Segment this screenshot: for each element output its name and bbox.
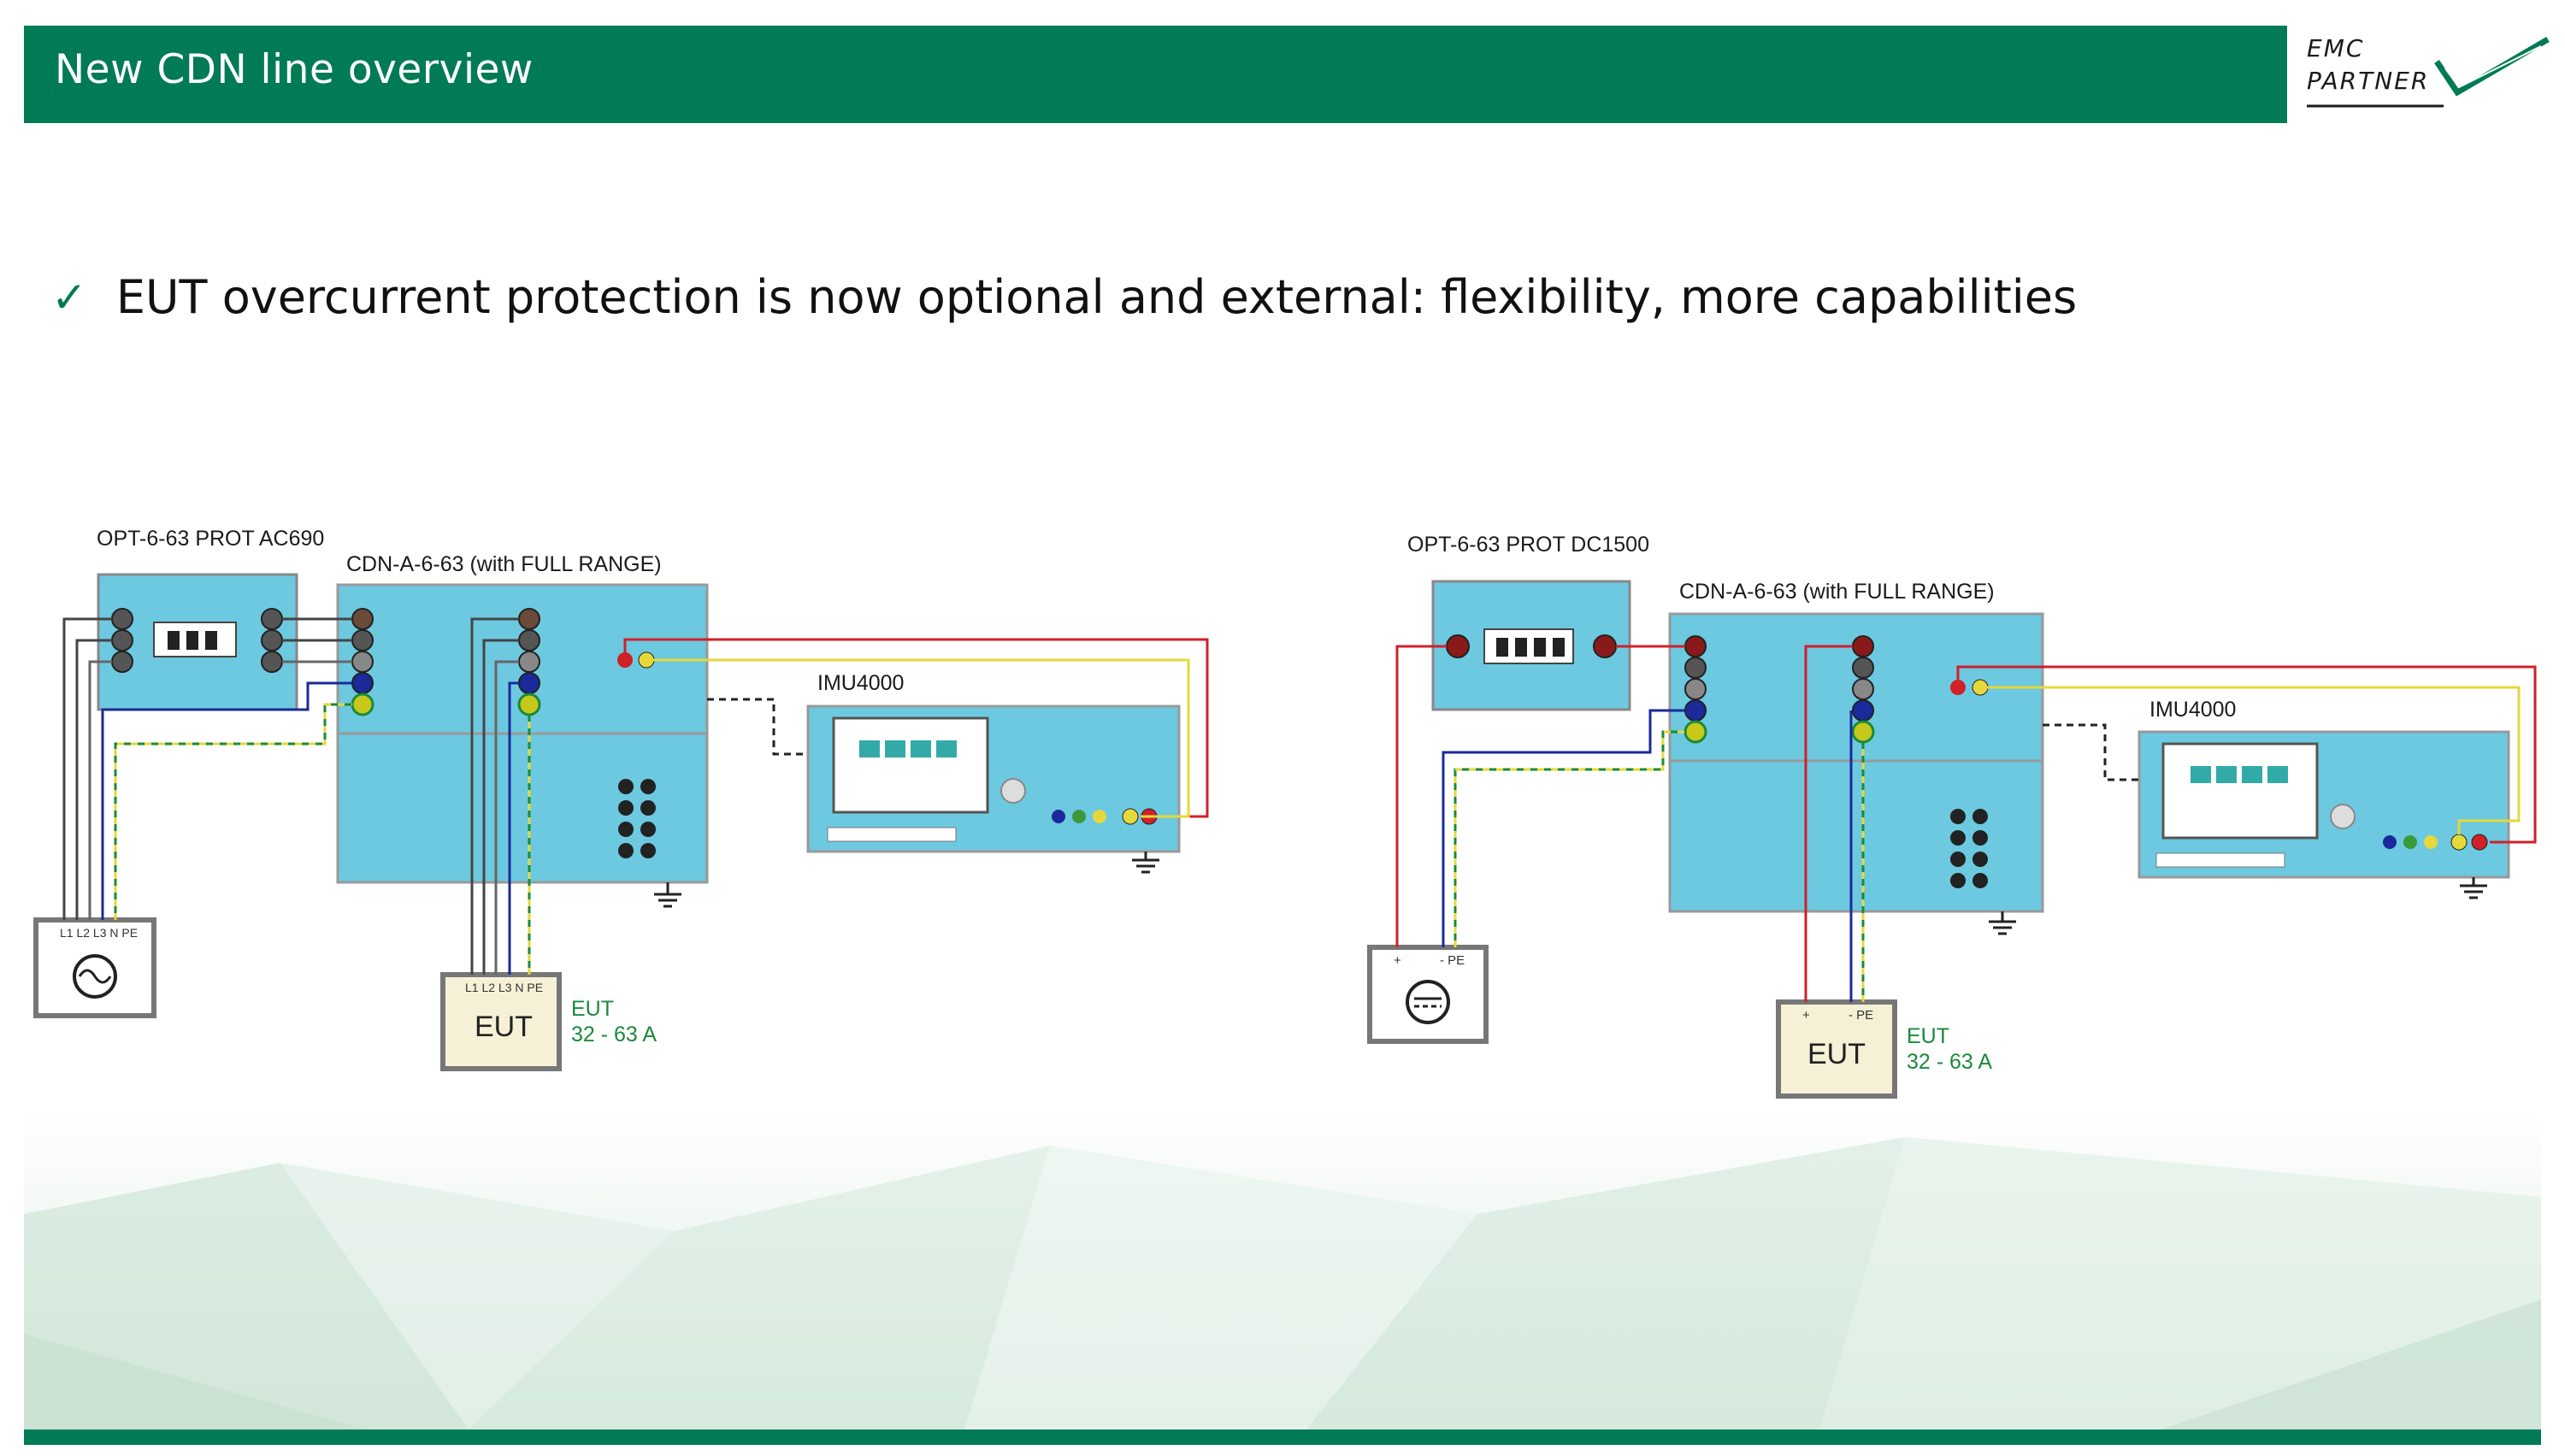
left-diagram: OPT-6-63 PROT AC690 CDN-A-6-63 (with FUL… xyxy=(33,527,1209,1071)
left-imu-label: IMU4000 xyxy=(817,671,904,695)
left-eut-terminals: L1 L2 L3 N PE xyxy=(465,981,543,994)
left-eut-box-label: EUT xyxy=(475,1011,533,1043)
logo-check-icon xyxy=(2307,36,2550,108)
left-eut-rating: 32 - 63 A xyxy=(571,1023,657,1046)
background-polygons xyxy=(24,1111,2541,1429)
right-diagram: OPT-6-63 PROT DC1500 CDN-A-6-63 (with FU… xyxy=(1367,533,2537,1099)
right-eut-name: EUT xyxy=(1907,1024,1949,1048)
right-cdn-device xyxy=(1668,612,2044,913)
right-dc-source: + - PE xyxy=(1367,945,1489,1044)
emc-partner-logo: EMC PARTNER xyxy=(2300,31,2556,116)
ground-icon xyxy=(654,882,681,908)
right-eut-rating: 32 - 63 A xyxy=(1907,1050,1992,1074)
check-icon: ✓ xyxy=(51,272,87,322)
slide-title: New CDN line overview xyxy=(55,46,534,93)
right-source-minus-pe: - PE xyxy=(1440,953,1465,968)
footer-bar xyxy=(24,1429,2541,1445)
header-bar: New CDN line overview xyxy=(24,26,2287,123)
ac-source-icon xyxy=(73,954,117,999)
right-prot-device xyxy=(1431,580,1631,711)
ground-icon xyxy=(1132,852,1159,874)
left-imu-device xyxy=(806,704,1181,853)
right-eut-plus: + xyxy=(1802,1008,1810,1023)
left-source-terminals: L1 L2 L3 N PE xyxy=(60,926,138,940)
left-eut-name: EUT xyxy=(571,997,614,1021)
left-eut: L1 L2 L3 N PE EUT EUT 32 - 63 A xyxy=(440,972,657,1071)
ground-icon xyxy=(1989,911,2016,935)
logo-line1: EMC xyxy=(2307,34,2365,62)
right-prot-label: OPT-6-63 PROT DC1500 xyxy=(1407,533,1649,557)
right-eut-minus-pe: - PE xyxy=(1849,1008,1873,1023)
bullet-point: ✓ EUT overcurrent protection is now opti… xyxy=(51,270,2077,324)
left-cdn-device xyxy=(336,583,709,884)
right-imu-label: IMU4000 xyxy=(2149,698,2236,722)
ground-icon xyxy=(2460,877,2487,899)
left-prot-device xyxy=(97,573,298,711)
left-prot-label: OPT-6-63 PROT AC690 xyxy=(97,527,324,551)
logo-line2: PARTNER xyxy=(2307,67,2430,95)
right-eut: + - PE EUT EUT 32 - 63 A xyxy=(1776,999,1992,1099)
left-cdn-label: CDN-A-6-63 (with FULL RANGE) xyxy=(346,552,662,576)
bullet-text: EUT overcurrent protection is now option… xyxy=(115,270,2078,324)
right-imu-device xyxy=(2138,730,2510,879)
dc-source-icon xyxy=(1406,980,1450,1024)
right-source-plus: + xyxy=(1394,953,1401,968)
left-ac-source: L1 L2 L3 N PE xyxy=(33,917,156,1018)
right-cdn-label: CDN-A-6-63 (with FULL RANGE) xyxy=(1679,580,1995,604)
right-eut-box-label: EUT xyxy=(1807,1038,1866,1070)
